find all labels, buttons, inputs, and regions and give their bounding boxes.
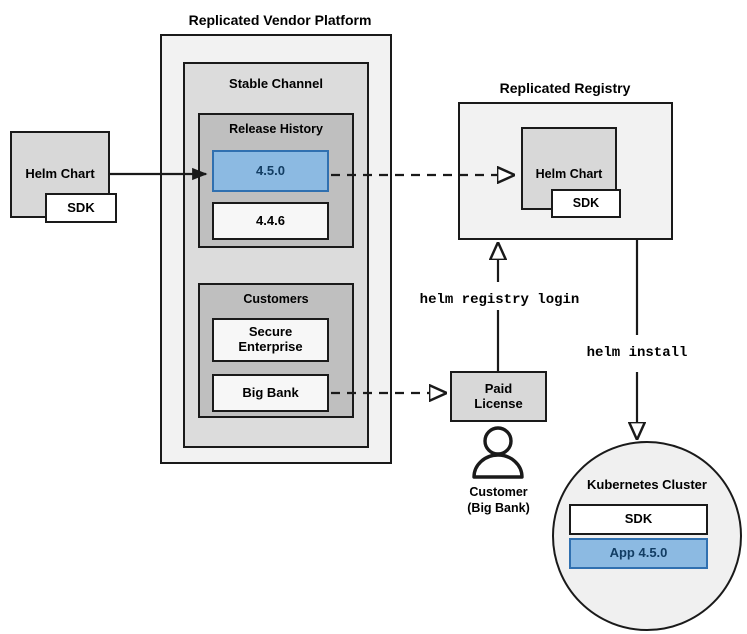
source-helm-chart-sdk: SDK [45,193,117,223]
customer-big-bank[interactable]: Big Bank [212,374,329,412]
cmd-helm-registry-login: helm registry login [419,292,580,308]
paid-license-label: Paid License [474,380,523,411]
platform-title: Replicated Vendor Platform [188,12,372,28]
release-4-4-6[interactable]: 4.4.6 [212,202,329,240]
customer-secure-enterprise-label: Secure Enterprise [238,324,303,354]
kubernetes-cluster [552,441,742,631]
kubernetes-cluster-title: Kubernetes Cluster [587,477,707,492]
cluster-item-app: App 4.5.0 [569,538,708,569]
stable-channel-label: Stable Channel [229,76,323,91]
customer-person-icon [472,426,524,479]
registry-title: Replicated Registry [499,80,631,96]
release-4-5-0[interactable]: 4.5.0 [212,150,329,192]
registry-helm-chart-sdk: SDK [551,189,621,218]
registry-helm-chart-label: Helm Chart [535,167,603,181]
release-history-label: Release History [229,122,323,136]
customer-actor-label: Customer (Big Bank) [467,485,530,516]
customer-secure-enterprise[interactable]: Secure Enterprise [212,318,329,362]
cluster-item-sdk: SDK [569,504,708,535]
paid-license: Paid License [450,371,547,422]
customers-label: Customers [243,292,309,306]
cmd-helm-install: helm install [586,345,688,361]
source-helm-chart-label: Helm Chart [25,166,95,181]
